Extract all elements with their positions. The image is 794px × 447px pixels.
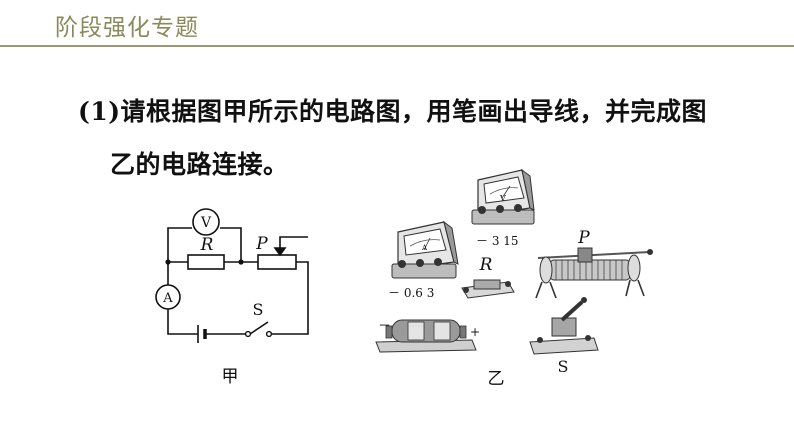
question-line-1: (1)请根据图甲所示的电路图，用笔画出导线，并完成图 xyxy=(78,97,708,126)
voltmeter-face-label: V xyxy=(499,194,506,203)
resistor-device xyxy=(461,279,515,299)
wire-left-lower xyxy=(167,309,198,335)
figure-a-caption: 甲 xyxy=(222,367,239,387)
rheostat-symbol xyxy=(257,254,297,270)
figure-b-caption: 乙 xyxy=(488,369,505,389)
rheostat-slider-wire xyxy=(279,236,308,252)
wire-right xyxy=(270,261,309,335)
switch-contact xyxy=(265,330,273,338)
switch-device xyxy=(529,297,599,355)
header-divider xyxy=(0,45,794,47)
resistor-label: R xyxy=(200,235,214,255)
junction-right xyxy=(238,259,244,265)
rheostat-device-label: P xyxy=(577,228,590,248)
resistor-device-label: R xyxy=(479,255,493,275)
wire-left-top xyxy=(167,227,192,262)
voltmeter-terminal-labels: － 3 15 xyxy=(476,234,519,248)
question-line-2: 乙的电路连接。 xyxy=(110,150,289,179)
circuit-diagram xyxy=(167,227,309,343)
resistor-symbol xyxy=(187,254,225,270)
voltmeter-device: V xyxy=(471,168,535,225)
switch-pivot xyxy=(244,330,252,338)
switch-device-label: S xyxy=(558,357,569,376)
ammeter-terminal-labels: － 0.6 3 xyxy=(388,286,434,300)
ammeter-symbol-label: A xyxy=(162,291,173,306)
switch-blade xyxy=(249,321,269,335)
rheostat-label: P xyxy=(255,234,268,254)
header-title: 阶段强化专题 xyxy=(55,15,199,41)
junction-left xyxy=(165,259,171,265)
ammeter-face-label: A xyxy=(421,244,428,252)
battery-negative-label: － xyxy=(378,319,391,334)
battery-holder-device xyxy=(375,319,477,353)
wire-voltmeter-right xyxy=(220,227,242,262)
voltmeter-symbol xyxy=(192,208,220,236)
rheostat-device xyxy=(535,247,653,299)
rheostat-slider-arrow xyxy=(273,247,287,257)
battery-positive-label: + xyxy=(470,325,480,339)
ammeter-device: A xyxy=(391,220,459,279)
ammeter-symbol xyxy=(155,284,181,310)
voltmeter-symbol-label: V xyxy=(200,215,212,231)
switch-label: S xyxy=(253,300,264,319)
